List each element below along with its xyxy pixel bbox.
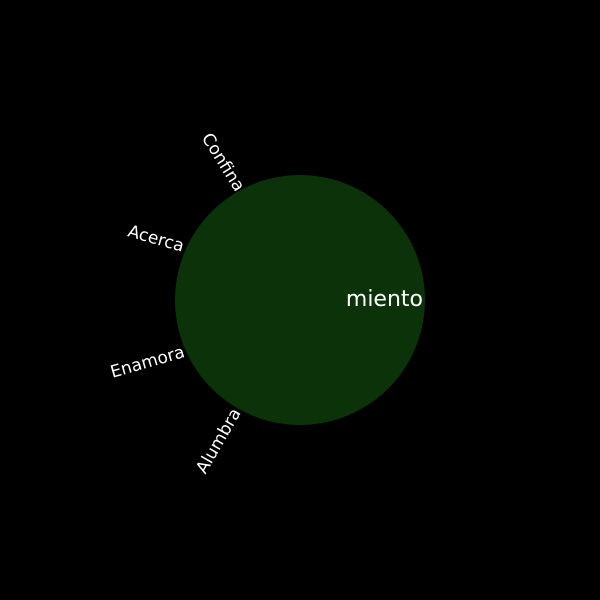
- prefix-option[interactable]: Enamora: [107, 342, 187, 383]
- suffix-label: miento: [345, 287, 423, 312]
- prefix-option[interactable]: Alumbra: [192, 405, 246, 478]
- prefix-option[interactable]: Confina: [197, 129, 249, 196]
- prefix-option[interactable]: Acerca: [125, 221, 187, 257]
- center-circle[interactable]: [175, 175, 425, 425]
